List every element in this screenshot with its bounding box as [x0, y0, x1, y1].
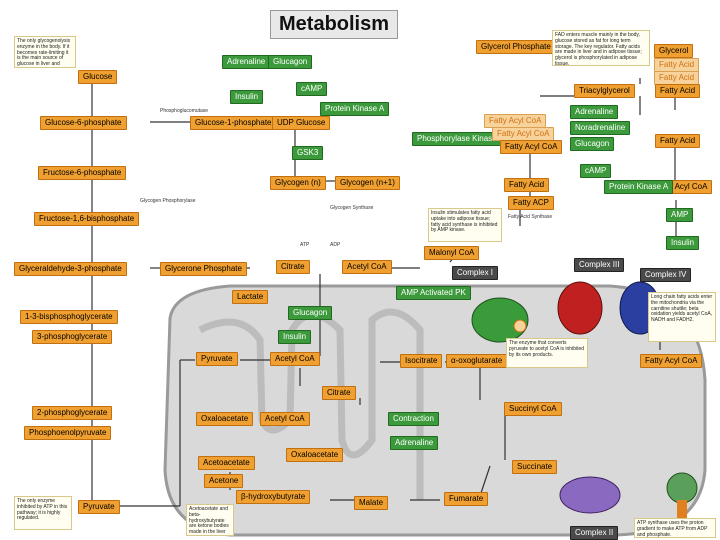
complex-iii-shape — [557, 281, 603, 335]
fumarate-node: Fumarate — [444, 492, 489, 506]
succinyl-coa-node: Succinyl CoA — [504, 402, 562, 416]
glucose-1-phosphate-node: Glucose-1-phosphate — [190, 116, 277, 130]
amp-signal: AMP — [666, 208, 694, 222]
contraction-signal: Contraction — [388, 412, 439, 426]
triacylglycerol-node: Triacylglycerol — [574, 84, 635, 98]
fatty-acyl-coa-main: Fatty Acyl CoA — [500, 140, 563, 154]
fatty-acid-right: Fatty Acid — [655, 134, 701, 148]
complex-iii-label: Complex III — [574, 258, 625, 272]
glyceraldehyde-3-phosphate-node: Glyceraldehyde-3-phosphate — [14, 262, 127, 276]
acetyl-coa-b-node: Acetyl CoA — [260, 412, 310, 426]
fatty-acp-node: Fatty ACP — [508, 196, 555, 210]
fatty-acyl-coa-pale-1: Fatty Acyl CoA — [484, 114, 547, 128]
note-pyruvate-dehydrogenase: The enzyme that converts pyruvate to ace… — [506, 338, 588, 368]
camp-signal-top: cAMP — [296, 82, 328, 96]
glycogen-phosphorylase-label: Glycogen Phosphorylase — [140, 198, 196, 204]
a-ketoglutarate-node: α-oxoglutarate — [446, 354, 508, 368]
fatty-acid-pale-a: Fatty Acid — [654, 58, 700, 72]
insulin-signal-top: Insulin — [230, 90, 264, 104]
citrate-mito-node: Citrate — [322, 386, 356, 400]
glucose-node: Glucose — [78, 70, 118, 84]
acetone-node: Acetone — [204, 474, 244, 488]
complex-iv-label: Complex IV — [640, 268, 692, 282]
fatty-acyl-coa-mito: Fatty Acyl CoA — [640, 354, 703, 368]
fatty-acyl-coa-pale-2: Fatty Acyl CoA — [492, 127, 555, 141]
pyruvate-left-node: Pyruvate — [78, 500, 120, 514]
lactate-node: Lactate — [232, 290, 269, 304]
bisphosphoglycerate-node: 1-3-bisphosphoglycerate — [20, 310, 118, 324]
atp-synthase-head — [666, 472, 698, 504]
fatty-acid-mid: Fatty Acid — [504, 178, 550, 192]
note-beta-oxidation: Long chain fatty acids enter the mitocho… — [648, 292, 716, 342]
gsk3-signal: GSK3 — [292, 146, 324, 160]
atp-label-top: ATP — [300, 242, 310, 248]
note-middle: Insulin stimulates fatty acid uptake int… — [428, 208, 502, 242]
noradrenaline-signal: Noradrenaline — [570, 121, 631, 135]
adrenaline-mito: Adrenaline — [390, 436, 439, 450]
complex-ii-label: Complex II — [570, 526, 619, 540]
malate-node: Malate — [354, 496, 389, 510]
complex-i-label: Complex I — [452, 266, 499, 280]
camp-right: cAMP — [580, 164, 612, 178]
malonyl-coa-node: Malonyl CoA — [424, 246, 480, 260]
acetyl-coa-mito-node: Acetyl CoA — [270, 352, 320, 366]
glycogen-n-node: Glycogen (n) — [270, 176, 326, 190]
oxaloacetate-b-node: Oxaloacetate — [286, 448, 344, 462]
2-phosphoglycerate-node: 2-phosphoglycerate — [32, 406, 113, 420]
pyruvate-mito-node: Pyruvate — [196, 352, 238, 366]
note-bottom-left: The only enzyme inhibited by ATP in this… — [14, 496, 72, 530]
glycerol-phosphate-node: Glycerol Phosphate — [476, 40, 556, 54]
glucagon-right: Glucagon — [570, 137, 615, 151]
isocitrate-node: Isocitrate — [400, 354, 443, 368]
glucose-6-phosphate-node: Glucose-6-phosphate — [40, 116, 127, 130]
fructose-bisphosphate-node: Fructose-1,6-bisphosphate — [34, 212, 140, 226]
udp-glucose-node: UDP Glucose — [272, 116, 331, 130]
protein-kinase-a-right: Protein Kinase A — [604, 180, 674, 194]
note-top-left: The only glycogenolysis enzyme in the bo… — [14, 36, 76, 68]
acetyl-coa-top-node: Acetyl CoA — [342, 260, 392, 274]
protein-kinase-a-top: Protein Kinase A — [320, 102, 390, 116]
note-atp-synthase: ATP synthase uses the proton gradient to… — [634, 518, 716, 538]
3-phosphoglycerate-node: 3-phosphoglycerate — [32, 330, 113, 344]
adrenaline-signal: Adrenaline — [222, 55, 271, 69]
insulin-mito: Insulin — [278, 330, 312, 344]
b-hydroxybutyrate-node: β-hydroxybutyrate — [236, 490, 311, 504]
glycerone-phosphate-node: Glycerone Phosphate — [160, 262, 247, 276]
acetoacetate-node: Acetoacetate — [198, 456, 255, 470]
fatty-acid-top-right: Fatty Acid — [655, 84, 701, 98]
atp-synthase-stalk — [677, 500, 687, 528]
phosphorylase-kinase-signal: Phosphorylase Kinase — [412, 132, 502, 146]
glycogen-n1-node: Glycogen (n+1) — [335, 176, 400, 190]
complex-ii-shape — [559, 476, 621, 514]
succinate-node: Succinate — [512, 460, 558, 474]
glucagon-mito: Glucagon — [288, 306, 333, 320]
adp-label-top: ADP — [330, 242, 341, 248]
ubiquinone-marker — [513, 319, 527, 333]
fatty-acid-synthase-label: Fatty Acid Synthase — [508, 214, 553, 220]
phosphoenolpyruvate-node: Phosphoenolpyruvate — [24, 426, 112, 440]
note-top-right: FAD enters muscle mainly in the body, gl… — [552, 30, 650, 66]
insulin-right: Insulin — [666, 236, 700, 250]
page-title: Metabolism — [270, 10, 399, 39]
glucagon-signal-top: Glucagon — [268, 55, 313, 69]
oxaloacetate-a-node: Oxaloacetate — [196, 412, 254, 426]
citrate-top-node: Citrate — [276, 260, 310, 274]
adrenaline-right: Adrenaline — [570, 105, 619, 119]
phosphoglucomutase-label: Phosphoglucomutase — [160, 108, 209, 114]
ampk-signal: AMP Activated PK — [396, 286, 471, 300]
fructose-6-phosphate-node: Fructose-6-phosphate — [38, 166, 127, 180]
glycogen-synthase-label: Glycogen Synthase — [330, 205, 374, 211]
note-ketone-bodies: Acetoacetate and beta-hydroxybutyrate ar… — [186, 504, 234, 536]
fatty-acid-pale-b: Fatty Acid — [654, 71, 700, 85]
glycerol-node: Glycerol — [654, 44, 694, 58]
complex-i-shape — [471, 297, 529, 343]
